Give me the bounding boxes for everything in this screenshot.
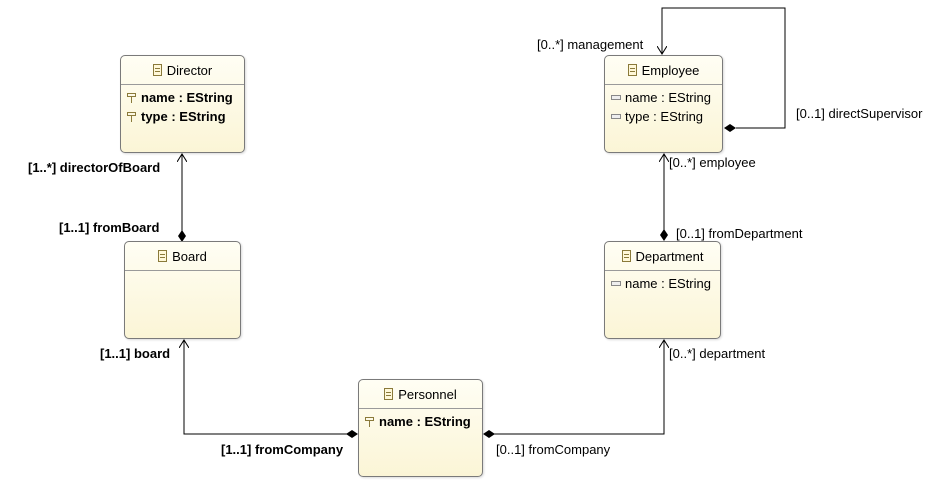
attribute-row[interactable]: name : EString <box>611 88 716 107</box>
class-name: Department <box>635 248 704 264</box>
class-header: Employee <box>605 56 722 85</box>
label-director-of-board: [1..*] directorOfBoard <box>28 160 161 175</box>
attribute-row[interactable]: type : EString <box>127 107 238 126</box>
class-employee[interactable]: Employee name : EString type : EString <box>604 55 723 153</box>
edge-board-personnel[interactable] <box>184 340 358 438</box>
attribute-row[interactable]: name : EString <box>127 88 238 107</box>
attribute-row[interactable]: name : EString <box>365 412 476 431</box>
class-department[interactable]: Department name : EString <box>604 241 721 339</box>
key-attribute-icon <box>365 416 375 428</box>
composition-diamond <box>178 230 186 242</box>
label-from-company-board: [1..1] fromCompany <box>221 442 344 457</box>
label-management: [0..*] management <box>537 37 644 52</box>
attribute-text: name : EString <box>379 414 471 429</box>
attribute-row[interactable]: type : EString <box>611 107 716 126</box>
class-name: Personnel <box>398 386 457 402</box>
attribute-text: type : EString <box>141 109 226 124</box>
class-header: Board <box>125 242 240 271</box>
label-board: [1..1] board <box>100 346 171 361</box>
label-from-board: [1..1] fromBoard <box>59 220 160 235</box>
composition-diamond <box>724 124 736 132</box>
eclass-icon <box>158 250 168 262</box>
class-board[interactable]: Board <box>124 241 241 339</box>
composition-diamond <box>660 229 668 241</box>
attribute-icon <box>611 281 621 286</box>
class-name: Director <box>166 62 213 78</box>
composition-diamond <box>346 430 358 438</box>
eclass-icon <box>621 250 631 262</box>
class-personnel[interactable]: Personnel name : EString <box>358 379 483 477</box>
edge-director-board[interactable] <box>178 154 186 242</box>
label-from-department: [0..1] fromDepartment <box>676 226 803 241</box>
key-attribute-icon <box>127 111 137 123</box>
attribute-row[interactable]: name : EString <box>611 274 714 293</box>
label-department: [0..*] department <box>669 346 766 361</box>
edge-department-employee[interactable] <box>660 154 668 241</box>
class-name: Board <box>172 248 207 264</box>
class-header: Director <box>121 56 244 85</box>
label-from-company-department: [0..1] fromCompany <box>496 442 611 457</box>
key-attribute-icon <box>127 92 137 104</box>
attribute-text: type : EString <box>625 109 704 124</box>
eclass-icon <box>384 388 394 400</box>
attribute-icon <box>611 95 621 100</box>
attribute-text: name : EString <box>625 276 711 291</box>
eclass-icon <box>627 64 637 76</box>
attribute-text: name : EString <box>141 90 233 105</box>
class-name: Employee <box>641 62 700 78</box>
class-header: Department <box>605 242 720 271</box>
edge-personnel-department[interactable] <box>483 340 664 438</box>
class-header: Personnel <box>359 380 482 409</box>
class-director[interactable]: Director name : EString type : EString <box>120 55 245 153</box>
label-direct-supervisor: [0..1] directSupervisor <box>796 106 923 121</box>
edge-employee-self[interactable] <box>662 7 786 132</box>
composition-diamond <box>483 430 495 438</box>
label-employee: [0..*] employee <box>669 155 756 170</box>
attribute-text: name : EString <box>625 90 711 105</box>
attribute-icon <box>611 114 621 119</box>
eclass-icon <box>152 64 162 76</box>
